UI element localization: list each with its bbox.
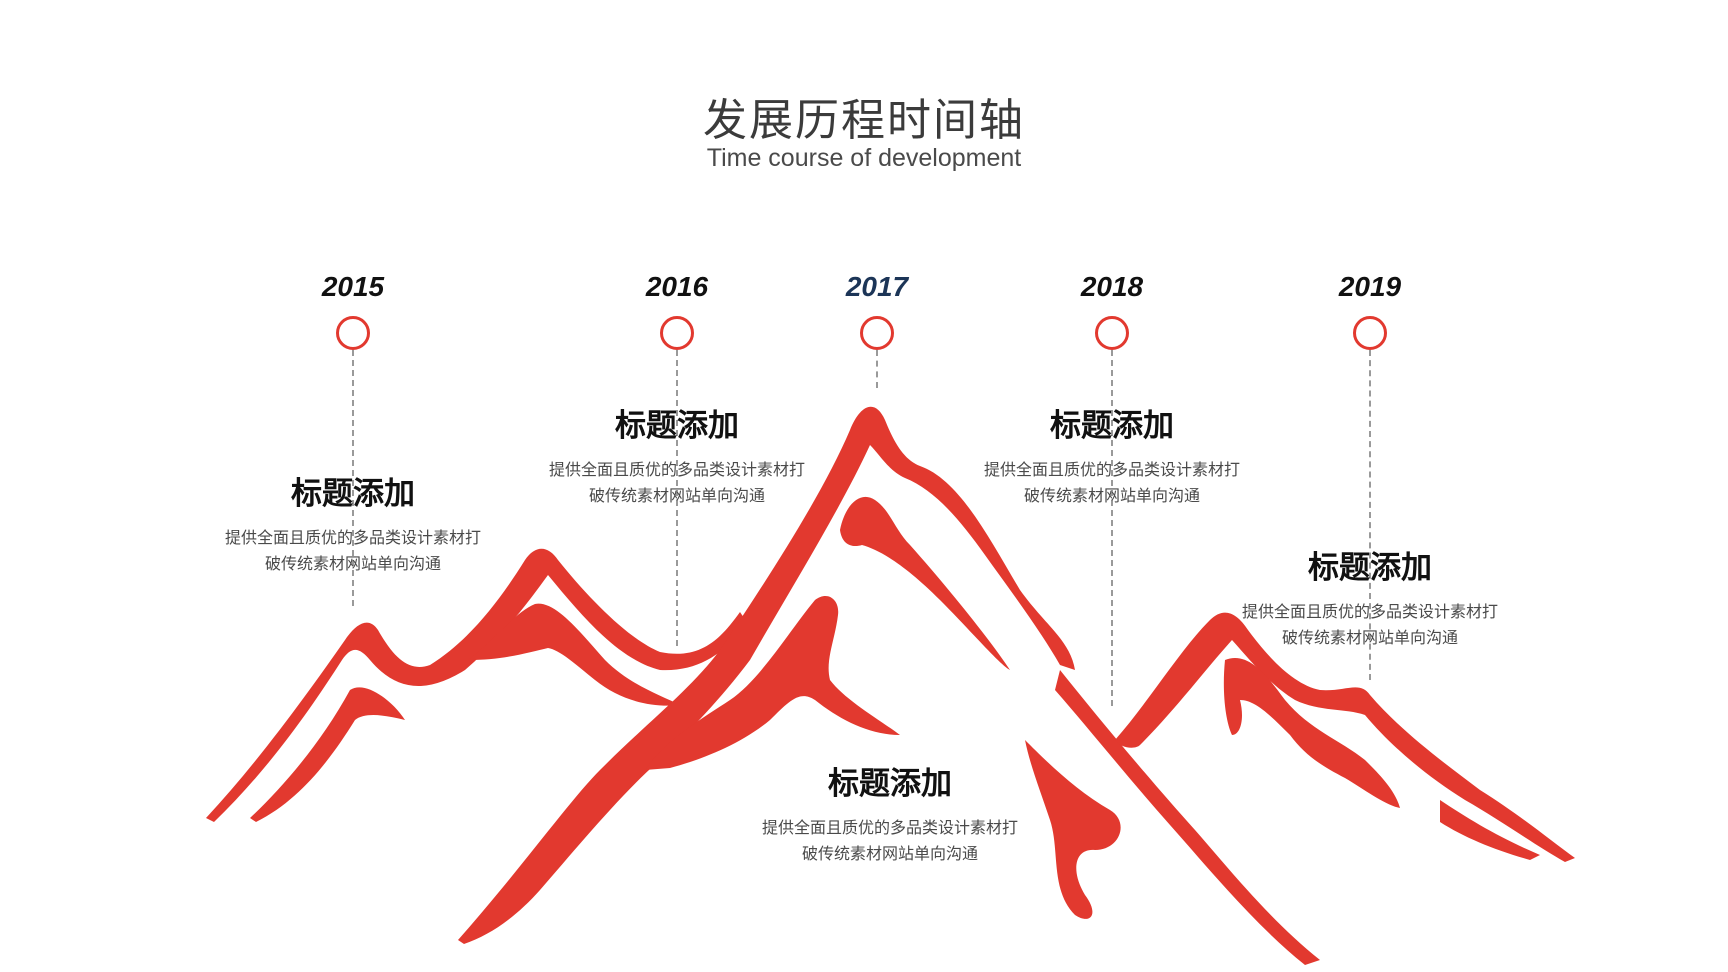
- caption-description: 提供全面且质优的多品类设计素材打 破传统素材网站单向沟通: [1220, 599, 1520, 651]
- caption-description-line: 提供全面且质优的多品类设计素材打: [761, 818, 1018, 837]
- mountain-left-inner: [250, 687, 405, 822]
- mountain-center-outline: [458, 406, 1075, 945]
- page-title: 发展历程时间轴: [703, 95, 1025, 146]
- caption-description-line: 破传统素材网站单向沟通: [1023, 486, 1200, 505]
- connector-2018: [1111, 350, 1113, 706]
- connector-2017: [876, 350, 878, 388]
- caption-description-line: 提供全面且质优的多品类设计素材打: [1241, 602, 1498, 621]
- mountain-center-base: [1055, 670, 1320, 965]
- caption-description-line: 破传统素材网站单向沟通: [588, 486, 765, 505]
- caption-description-line: 破传统素材网站单向沟通: [264, 554, 441, 573]
- year-2018: 2018: [1080, 271, 1144, 302]
- mountain-right-inner: [1223, 658, 1400, 808]
- caption-description-line: 提供全面且质优的多品类设计素材打: [983, 460, 1240, 479]
- caption-description: 提供全面且质优的多品类设计素材打 破传统素材网站单向沟通: [962, 457, 1262, 509]
- caption-description-line: 破传统素材网站单向沟通: [801, 844, 978, 863]
- timeline-marker-2018: [1095, 316, 1129, 350]
- year-2017: 2017: [845, 271, 909, 302]
- caption-title: 标题添加: [1308, 550, 1432, 586]
- caption-description: 提供全面且质优的多品类设计素材打 破传统素材网站单向沟通: [527, 457, 827, 509]
- year-2016: 2016: [645, 271, 709, 302]
- connector-2016: [676, 350, 678, 646]
- page-subtitle: Time course of development: [706, 144, 1022, 172]
- mountain-right-base: [1440, 800, 1540, 860]
- connector-2019: [1369, 350, 1371, 680]
- caption-2016: 标题添加 提供全面且质优的多品类设计素材打 破传统素材网站单向沟通: [527, 400, 827, 509]
- caption-title: 标题添加: [1050, 408, 1174, 444]
- caption-description-line: 破传统素材网站单向沟通: [1281, 628, 1458, 647]
- caption-description-line: 提供全面且质优的多品类设计素材打: [548, 460, 805, 479]
- caption-description: 提供全面且质优的多品类设计素材打 破传统素材网站单向沟通: [740, 815, 1040, 867]
- mountain-center-ridge: [840, 496, 1010, 670]
- caption-title: 标题添加: [291, 476, 415, 512]
- timeline-marker-2017: [860, 316, 894, 350]
- mountain-right-outline: [1115, 612, 1575, 862]
- timeline-marker-2019: [1353, 316, 1387, 350]
- mountain-center-snow: [1025, 740, 1121, 919]
- mountain-left-outline: [206, 548, 748, 822]
- caption-2018: 标题添加 提供全面且质优的多品类设计素材打 破传统素材网站单向沟通: [962, 400, 1262, 509]
- mountain-center-lower: [645, 595, 900, 770]
- caption-2019: 标题添加 提供全面且质优的多品类设计素材打 破传统素材网站单向沟通: [1220, 542, 1520, 651]
- caption-title: 标题添加: [615, 408, 739, 444]
- caption-description-line: 提供全面且质优的多品类设计素材打: [224, 528, 481, 547]
- caption-title: 标题添加: [828, 766, 952, 802]
- caption-2015: 标题添加 提供全面且质优的多品类设计素材打 破传统素材网站单向沟通: [203, 468, 503, 577]
- timeline-marker-2016: [660, 316, 694, 350]
- caption-description: 提供全面且质优的多品类设计素材打 破传统素材网站单向沟通: [203, 525, 503, 577]
- timeline-marker-2015: [336, 316, 370, 350]
- connector-2015: [352, 350, 354, 606]
- year-2019: 2019: [1338, 271, 1402, 302]
- mountain-left-snow: [468, 603, 680, 706]
- caption-2017: 标题添加 提供全面且质优的多品类设计素材打 破传统素材网站单向沟通: [740, 758, 1040, 867]
- year-2015: 2015: [321, 271, 385, 302]
